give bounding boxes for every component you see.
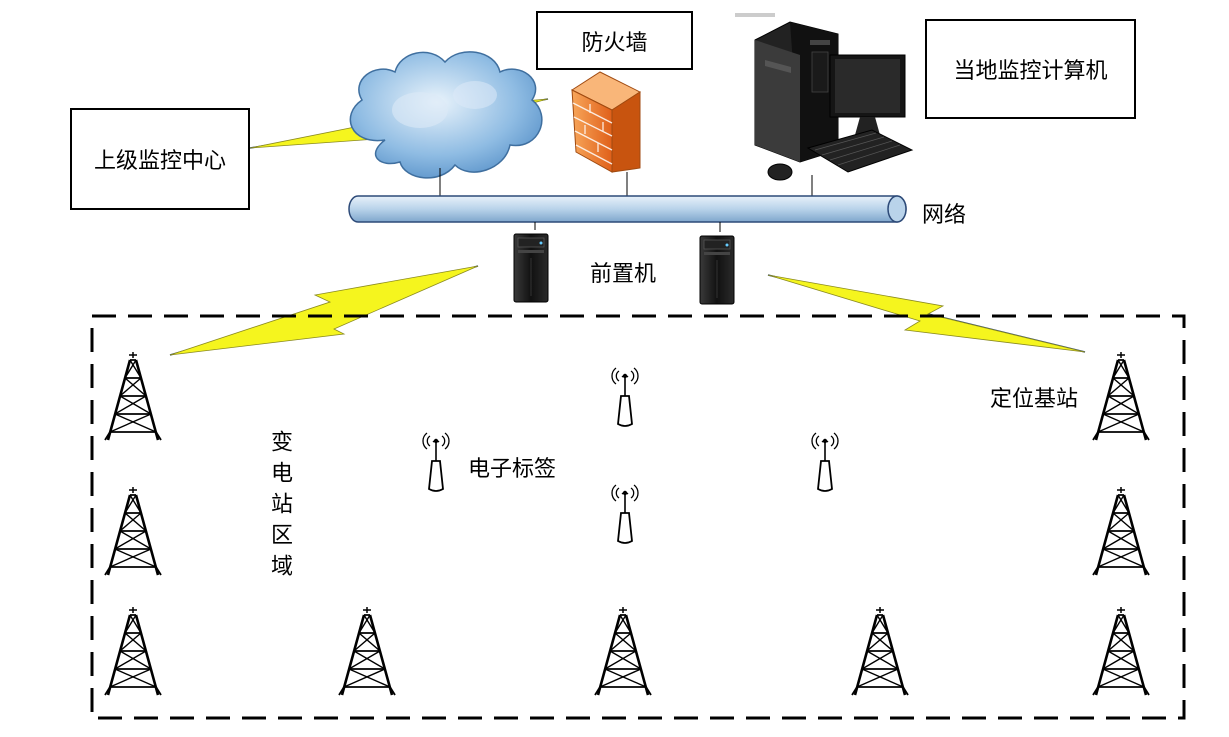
- front-end-server-icon: [508, 230, 552, 304]
- electronic-tag-label: 电子标签: [468, 457, 557, 482]
- network-bus: [348, 195, 907, 223]
- positioning-station-tower-icon: [1091, 485, 1151, 577]
- superior-monitoring-center-label: 上级监控中心: [93, 149, 226, 174]
- front-end-server-icon: [694, 232, 740, 308]
- local-computer-box: 当地监控计算机: [925, 19, 1136, 119]
- positioning-station-tower-icon: [103, 350, 163, 442]
- firewall-box: 防火墙: [536, 11, 693, 70]
- firewall-icon: [570, 71, 642, 173]
- electronic-tag-icon: [811, 432, 839, 492]
- positioning-station-label: 定位基站: [990, 387, 1079, 412]
- electronic-tag-icon: [611, 484, 639, 544]
- positioning-station-tower-icon: [593, 605, 653, 697]
- substation-region-border: [90, 314, 1186, 720]
- superior-monitoring-center-box: 上级监控中心: [70, 108, 250, 210]
- positioning-station-tower-icon: [850, 605, 910, 697]
- positioning-station-tower-icon: [103, 485, 163, 577]
- electronic-tag-icon: [611, 367, 639, 427]
- front-end-label: 前置机: [590, 262, 657, 287]
- positioning-station-tower-icon: [1091, 350, 1151, 442]
- positioning-station-tower-icon: [103, 605, 163, 697]
- local-computer-icon: [735, 13, 914, 181]
- network-label: 网络: [922, 203, 967, 228]
- local-computer-label: 当地监控计算机: [953, 59, 1108, 84]
- wireless-link-right: [767, 274, 1086, 353]
- internet-cloud-icon: [349, 51, 543, 179]
- positioning-station-tower-icon: [1091, 605, 1151, 697]
- electronic-tag-icon: [422, 432, 450, 492]
- wireless-link-left: [169, 265, 479, 356]
- firewall-label: 防火墙: [581, 30, 648, 56]
- positioning-station-tower-icon: [337, 605, 397, 697]
- substation-area-label: 变电站区域: [267, 430, 292, 585]
